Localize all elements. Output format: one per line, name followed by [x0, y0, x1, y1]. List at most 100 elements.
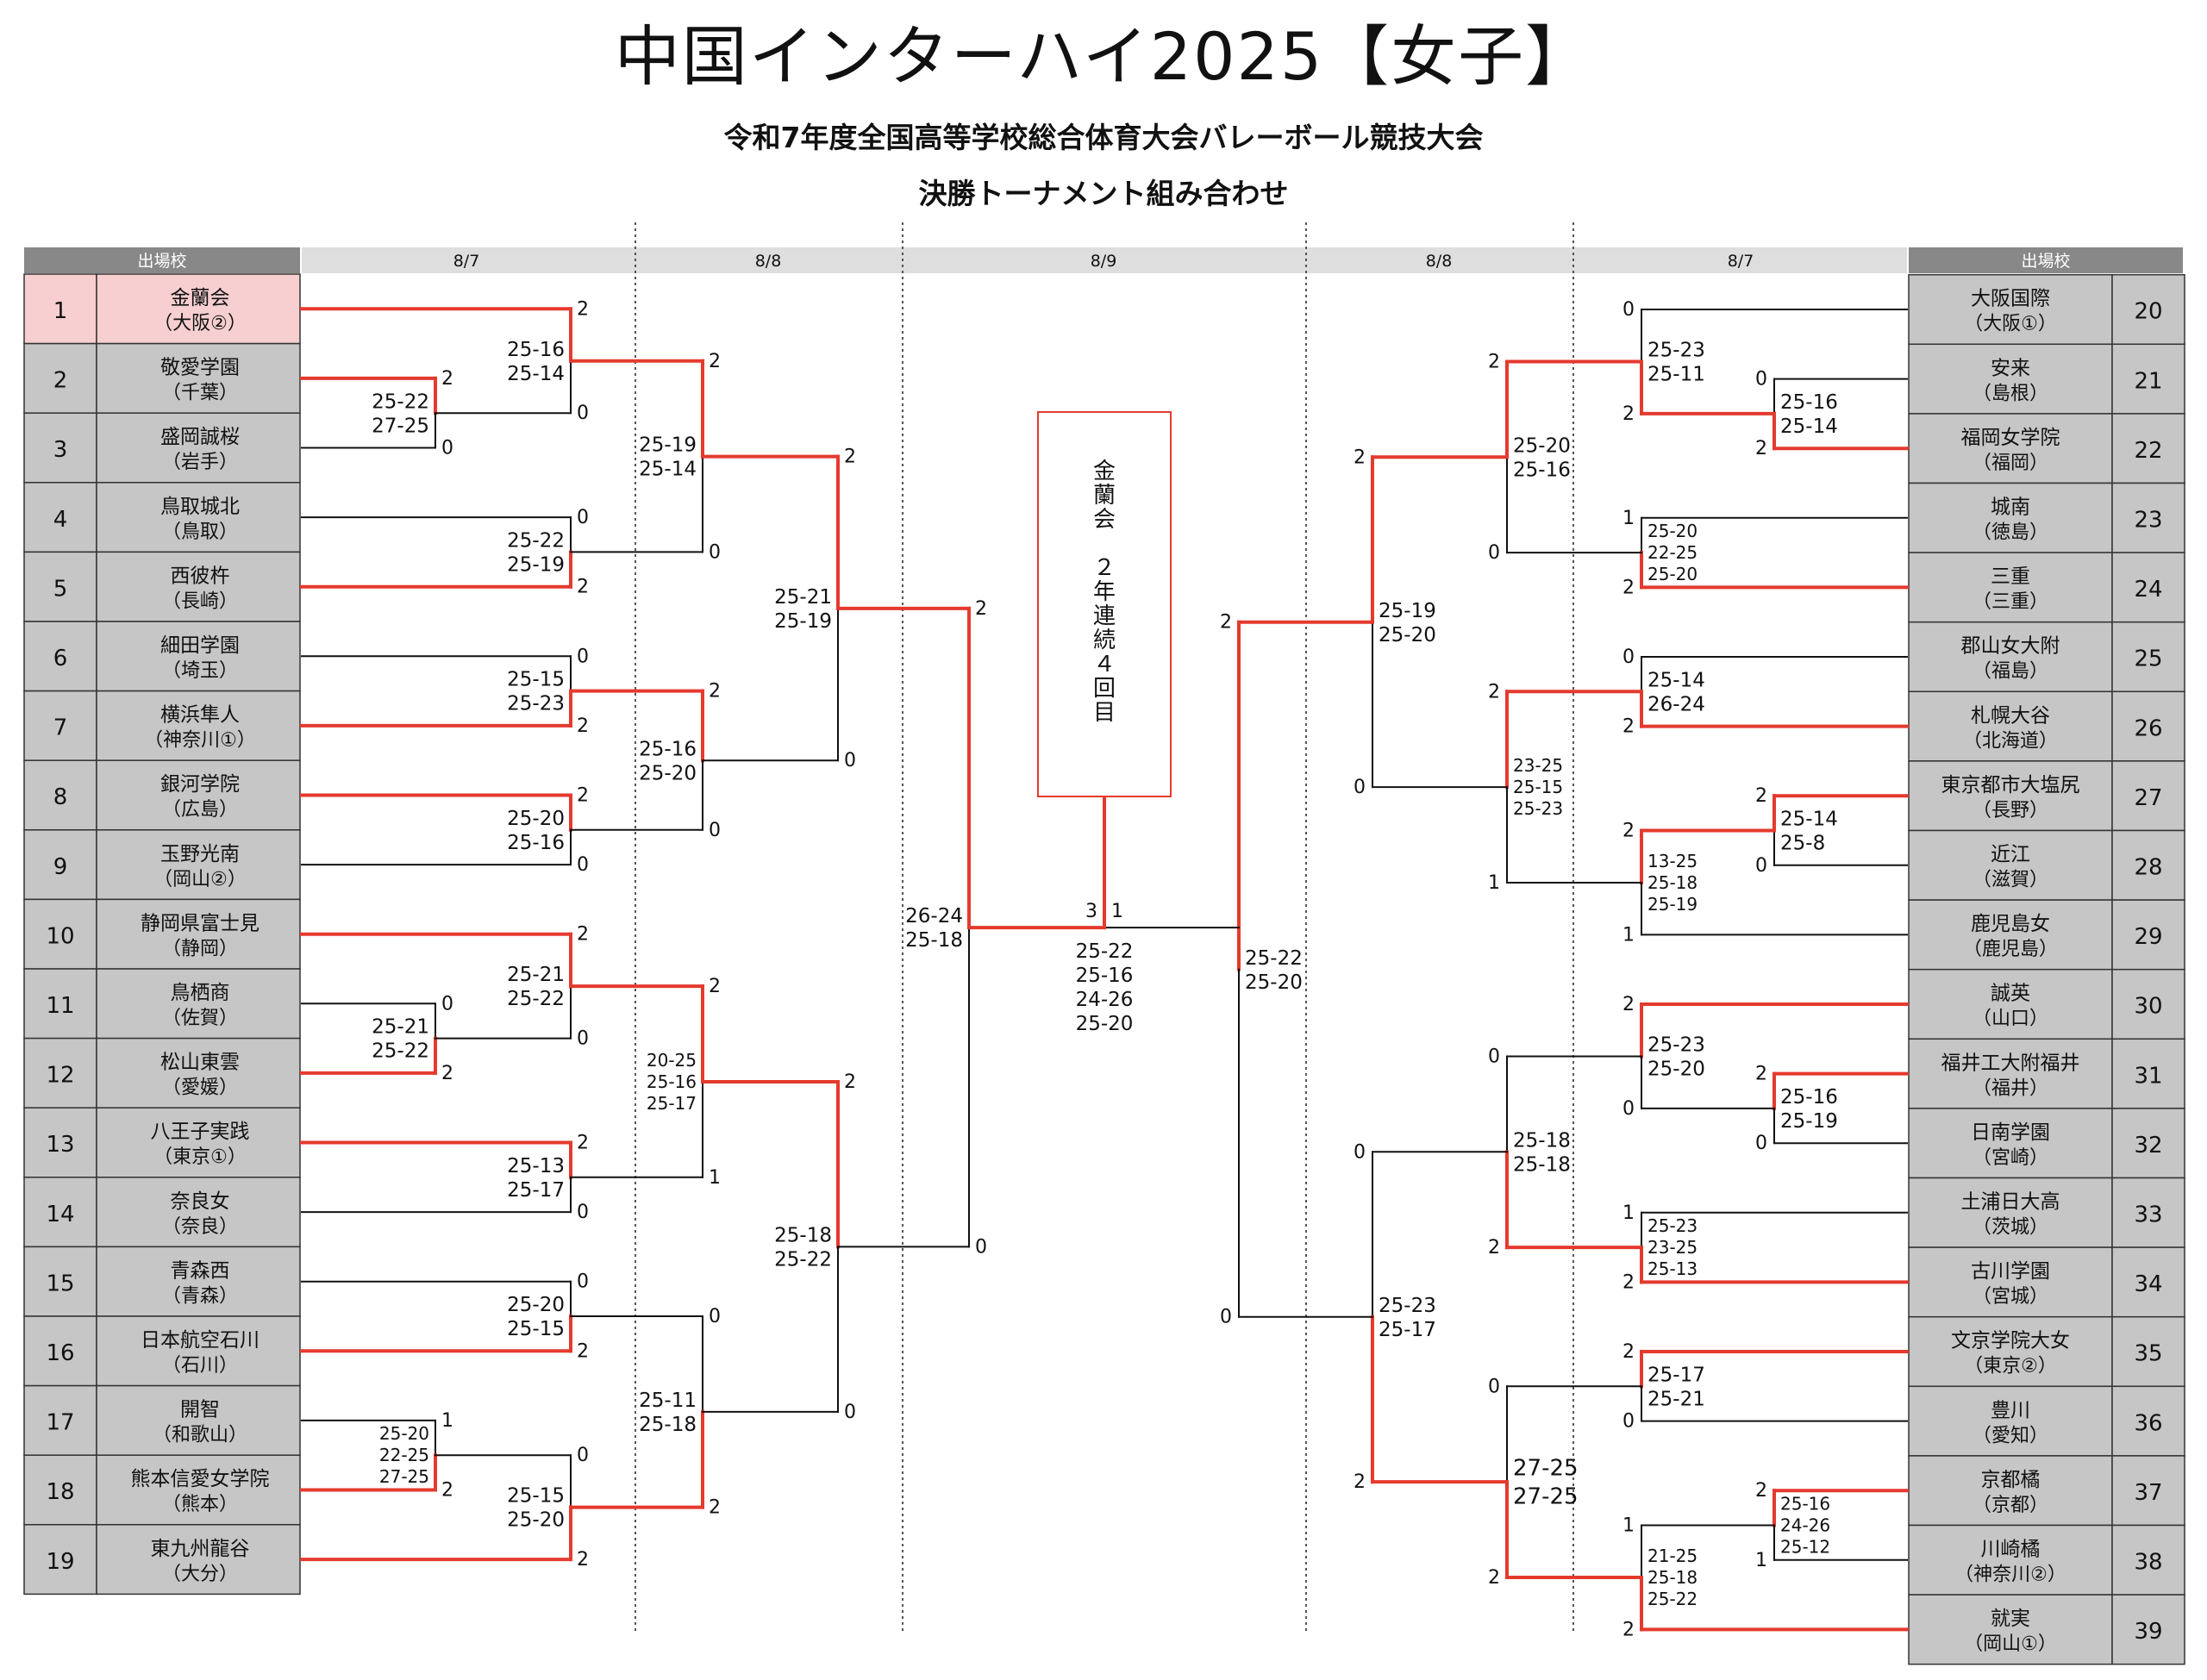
match-score: 25-21 — [372, 1016, 429, 1039]
team-name: 鳥取城北 — [160, 496, 240, 518]
team-name: 八王子実践 — [151, 1121, 250, 1143]
seed-number: 36 — [2134, 1410, 2162, 1436]
seed-cell — [23, 1177, 97, 1248]
header-date: 8/7 — [1728, 252, 1754, 271]
team-name: 銀河学院 — [160, 773, 240, 796]
team-prefecture: （広島） — [162, 799, 238, 821]
match-score: 25-23 — [1647, 340, 1705, 362]
team-cell — [96, 1454, 301, 1526]
seed-number: 10 — [46, 923, 74, 949]
seed-number: 32 — [2134, 1133, 2162, 1159]
match-score: 25-20 — [1647, 564, 1697, 584]
seed-cell — [2111, 1038, 2185, 1109]
match-score: 25-8 — [1780, 833, 1825, 855]
champion-text-char: 連 — [1093, 603, 1116, 629]
seed-cell — [2111, 899, 2185, 971]
seed-cell — [23, 829, 97, 901]
team-cell — [96, 412, 301, 484]
team-cell — [1908, 482, 2113, 553]
final-set-count: 1 — [1111, 901, 1123, 922]
seed-cell — [2111, 690, 2185, 762]
set-count: 2 — [577, 924, 589, 946]
seed-cell — [2111, 760, 2185, 832]
match-score: 20-25 — [647, 1050, 697, 1071]
seed-cell — [23, 690, 97, 761]
team-prefecture: （大分） — [162, 1564, 238, 1585]
match-score: 25-12 — [1780, 1537, 1830, 1558]
team-prefecture: （岡山①） — [1964, 1633, 2057, 1655]
set-count: 1 — [1622, 1202, 1635, 1224]
match-score: 25-11 — [1647, 364, 1705, 386]
champion-text-char: 年 — [1093, 579, 1116, 605]
match-score: 27-25 — [1513, 1456, 1579, 1482]
match-score: 23-25 — [1647, 1237, 1697, 1258]
team-name: 城南 — [1991, 497, 2030, 519]
team-prefecture: （大阪①） — [1964, 314, 2057, 335]
set-count: 0 — [1354, 1141, 1366, 1163]
team-name: 細田学園 — [160, 634, 240, 657]
set-count: 0 — [577, 1202, 589, 1223]
match-score: 26-24 — [1647, 693, 1705, 715]
team-cell — [1908, 621, 2113, 693]
seed-number: 27 — [2134, 785, 2162, 811]
seed-cell — [23, 759, 97, 831]
seed-number: 15 — [46, 1271, 74, 1296]
match-score: 25-17 — [1379, 1319, 1436, 1341]
header-right-label: 出場校 — [2021, 252, 2070, 271]
champion-text-char: 金 — [1093, 459, 1116, 484]
final-score: 25-20 — [1076, 1013, 1134, 1035]
seed-number: 16 — [46, 1340, 74, 1366]
match-score: 22-25 — [1647, 542, 1697, 563]
team-name: 近江 — [1991, 844, 2030, 866]
set-count: 0 — [709, 820, 721, 841]
match-score: 21-25 — [1647, 1546, 1697, 1566]
header-date: 8/8 — [1426, 252, 1453, 271]
team-cell — [1908, 1315, 2113, 1388]
team-name: 横浜隼人 — [160, 704, 240, 727]
champion-text-char — [1093, 531, 1116, 557]
team-cell — [1908, 690, 2113, 762]
page-subtitle-2: 決勝トーナメント組み合わせ — [918, 177, 1289, 210]
team-prefecture: （佐賀） — [162, 1008, 238, 1029]
team-cell — [1908, 1594, 2113, 1665]
header-dates-bg — [302, 247, 1907, 273]
team-prefecture: （愛知） — [1973, 1425, 2048, 1446]
set-count: 2 — [577, 298, 589, 320]
team-prefecture: （滋賀） — [1973, 870, 2048, 891]
team-name: 静岡県富士見 — [141, 912, 259, 934]
set-count: 2 — [1755, 1064, 1767, 1085]
set-count: 0 — [1488, 1376, 1500, 1397]
team-cell — [96, 829, 301, 901]
set-count: 2 — [441, 1063, 453, 1084]
seed-cell — [23, 1107, 97, 1178]
final-score: 25-22 — [1076, 940, 1134, 963]
team-cell — [96, 342, 301, 414]
match-score: 25-16 — [507, 339, 565, 361]
match-score: 25-14 — [1780, 415, 1838, 438]
match-score: 27-25 — [372, 415, 429, 437]
seed-cell — [2111, 1594, 2185, 1665]
match-score: 25-22 — [372, 390, 429, 413]
set-count: 2 — [1622, 577, 1635, 598]
match-score: 25-17 — [1647, 1364, 1705, 1386]
team-prefecture: （奈良） — [162, 1216, 238, 1238]
team-prefecture: （愛媛） — [162, 1077, 238, 1099]
match-score: 25-19 — [1647, 894, 1697, 915]
match-score: 25-16 — [1780, 1086, 1838, 1109]
champion-text-char: 回 — [1093, 676, 1116, 702]
seed-cell — [2111, 1455, 2185, 1527]
match-score: 25-13 — [507, 1155, 565, 1177]
match-score: 25-20 — [1379, 624, 1436, 646]
set-count: 2 — [1622, 1341, 1635, 1363]
match-score: 25-18 — [1513, 1129, 1571, 1152]
match-score: 25-18 — [774, 1224, 832, 1246]
team-prefecture: （福島） — [1973, 661, 2048, 683]
seed-cell — [2111, 1385, 2185, 1457]
seed-number: 5 — [53, 576, 68, 602]
team-cell — [1908, 343, 2113, 415]
champion-text-char: 目 — [1093, 700, 1116, 726]
seed-number: 19 — [46, 1549, 74, 1575]
team-cell — [96, 1315, 301, 1387]
champion-box — [1037, 411, 1172, 797]
match-score: 24-26 — [1780, 1515, 1830, 1536]
